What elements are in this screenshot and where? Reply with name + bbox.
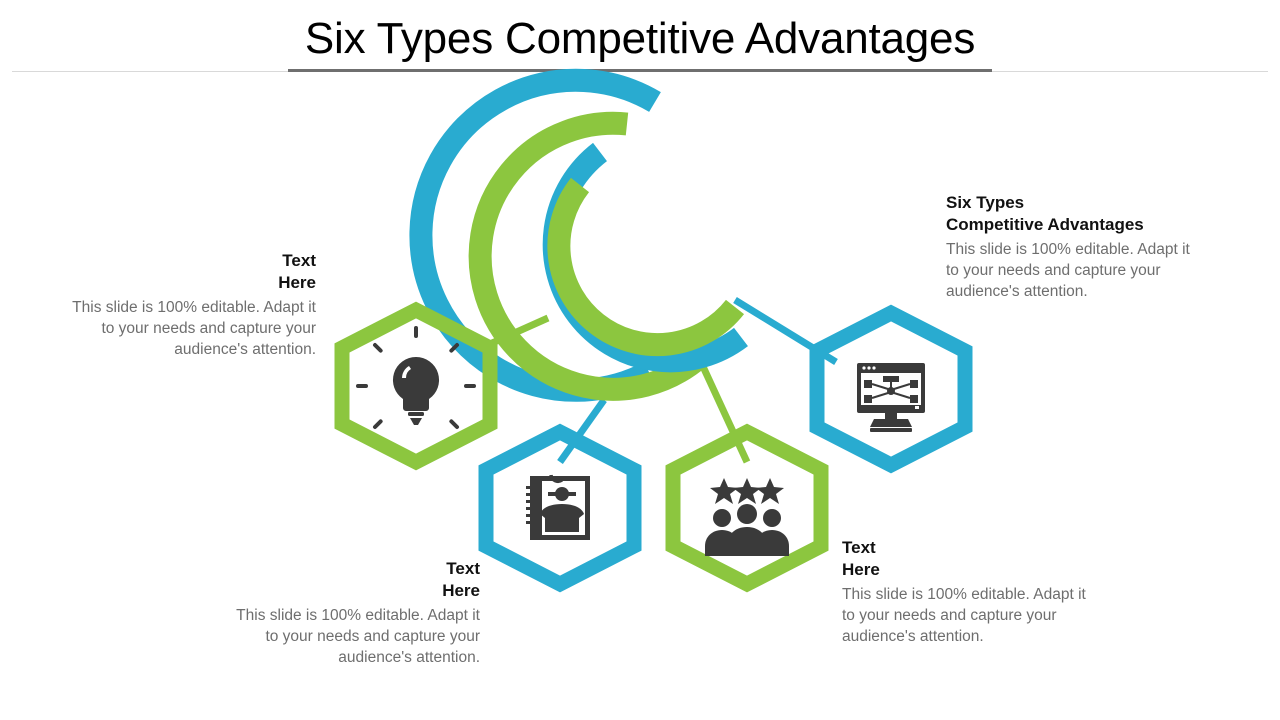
hexagon-lightbulb[interactable] [334,301,498,471]
arc-outer-blue [409,68,661,402]
arc-mid-green [468,111,708,401]
lightbulb-icon [356,326,476,430]
text-block-bottom-right: Text Here This slide is 100% editable. A… [842,537,1102,647]
hexagon-rating-people[interactable] [665,423,829,593]
hexagon-notebook[interactable] [478,423,642,593]
text-block-left: Text Here This slide is 100% editable. A… [60,250,316,360]
title-zone: Six Types Competitive Advantages [0,0,1280,78]
arc-group [409,68,748,402]
monitor-network-icon [857,363,925,432]
text-block-left-body: This slide is 100% editable. Adapt it to… [72,299,316,358]
text-block-bottom-right-heading: Text Here [842,538,880,579]
text-block-bottom-right-body: This slide is 100% editable. Adapt it to… [842,586,1086,645]
title-underline [288,69,992,72]
hexagon-outline-monitor [809,304,973,474]
text-block-top-right-body: This slide is 100% editable. Adapt it to… [946,241,1190,300]
page-title: Six Types Competitive Advantages [304,14,976,63]
contact-book-icon [526,474,590,540]
text-block-top-right: Six Types Competitive Advantages This sl… [946,192,1204,302]
text-block-bottom-left-heading: Text Here [442,559,480,600]
hexagon-outline-notebook [478,423,642,593]
connector-to-rating-people [696,358,751,464]
text-block-bottom-left: Text Here This slide is 100% editable. A… [222,558,480,668]
text-block-bottom-left-body: This slide is 100% editable. Adapt it to… [236,607,480,666]
connector-to-notebook [557,397,607,465]
three-stars-people-icon [705,478,789,556]
text-block-top-right-heading: Six Types Competitive Advantages [946,193,1144,234]
arc-inner-green [547,177,745,357]
hexagon-outline-lightbulb [334,301,498,471]
hexagon-monitor[interactable] [809,304,973,474]
text-block-left-heading: Text Here [278,251,316,292]
hexagon-outline-rating-people [665,423,829,593]
